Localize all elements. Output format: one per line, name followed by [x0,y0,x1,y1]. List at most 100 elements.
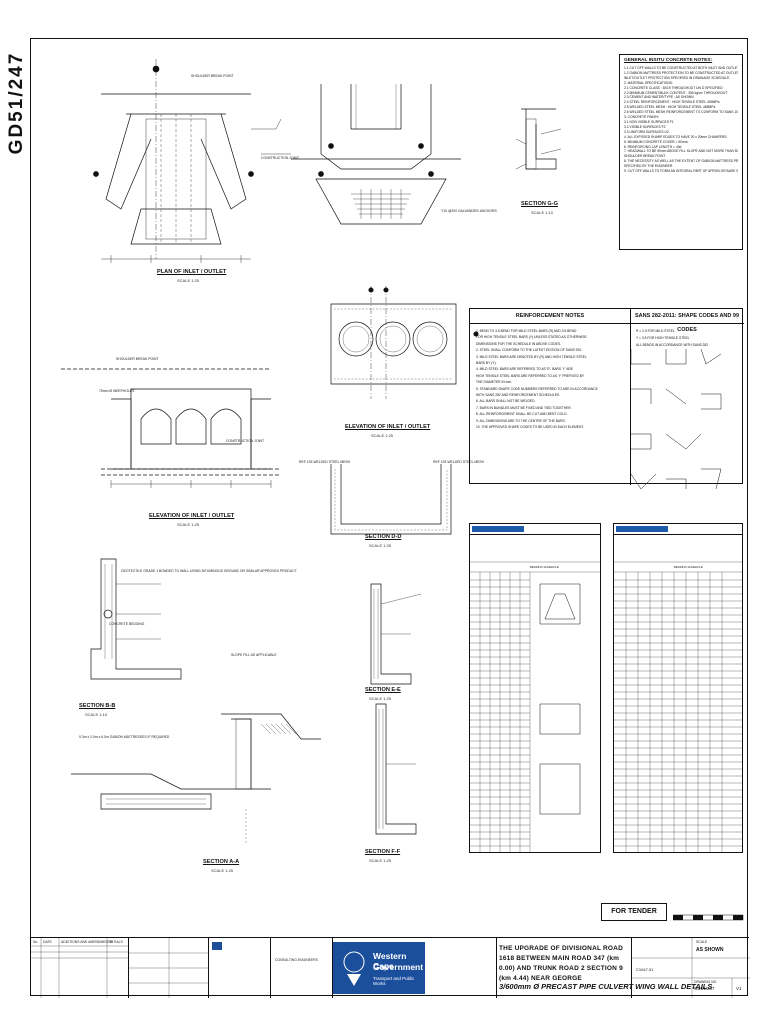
section-ee-scale: SCALE 1:25 [369,696,392,701]
notes-list: 1.1 CUT OFF WALLS TO BE CONSTRUCTED AT B… [624,66,738,174]
section-aa-scale: SCALE 1:25 [211,868,234,873]
note-line: 4. ALL EXPOSED SHARP EDGES TO HAVE 20 x … [624,134,728,139]
revision-value: V1 [736,986,742,991]
drawing-number-text: GD51/247 [6,51,27,155]
for-tender-stamp: FOR TENDER [601,903,667,921]
note-line: 8. THE NECESSITY AS WELL AS THE EXTENT O… [624,159,738,164]
logo-line-1: Western Cape [373,951,407,971]
elevation-right-title: ELEVATION OF INLET / OUTLET [345,424,431,430]
callout-gabion: 0.3m x 2.0m x 6.0m GABION MATTRESSES IF … [79,735,170,739]
reinforcement-note-line: 9. ALL DIMENSIONS ARE TO THE CENTRE OF T… [476,418,566,423]
revision-table: No DATE ADDITIONS AND AMENDMENTS INITIAL… [31,938,129,998]
section-dd-view [330,464,452,535]
callout-shoulder-break-elev: SHOULDER BREAK POINT [116,357,159,361]
reinforcement-notes-panel: REINFORCEMENT NOTES SANS 282-2011: SHAPE… [469,308,744,485]
reinforcement-note-line: FOR HIGH TENSILE STEEL BARS (Y) UNLESS S… [476,335,587,340]
reinforcement-note-line: 8. ALL REINFORCEMENT SHALL BE CUT AND BE… [476,412,568,417]
note-line: 2.1 CONCRETE CLASS : 30/19 THROUGHOUT UN… [624,85,723,90]
logo-line-3: Transport and Public Works [373,976,415,986]
section-ff-scale: SCALE 1:25 [369,858,392,863]
schedule-grid-left [470,561,600,852]
rev-header-initials: INITIALS [109,940,123,944]
callout-geotextile: GEOTEXTILE GRADE 1 BONDED TO WALL USING … [121,569,297,573]
shape-code-sketches [630,348,722,490]
note-line: 1.1 CUT OFF WALLS TO BE CONSTRUCTED AT B… [624,66,738,70]
elevation-right-scale: SCALE 1:25 [371,433,394,438]
reinforcement-note-line: 10. THE APPROVED SHAPE CODES TO BE USED … [476,425,584,429]
title-block: No DATE ADDITIONS AND AMENDMENTS INITIAL… [31,937,750,998]
section-ff-view [375,703,417,835]
note-line: 2.5 WELDED STEEL MESH : HIGH TENSILE STE… [624,105,716,110]
note-line: 1.2 GABION MATTRESS PROTECTION TO BE CON… [624,70,738,75]
drawing-sheet: PLAN OF INLET / OUTLET SCALE 1:25 SECTIO… [30,38,750,998]
technical-drawing-linework [61,59,722,844]
section-bb-title: SECTION B-B [79,703,116,709]
project-title: THE UPGRADE OF DIVISIONAL ROAD 1618 BETW… [499,945,623,982]
scale-bar [673,914,744,921]
consulting-engineers-cell: CONSULTING ENGINEERS [271,938,333,998]
note-line: 2.6 WELDED STEEL MESH REINFORCEMENT TO C… [624,110,738,115]
reinforcement-note-line: 3. MILD STEEL BARS ARE DENOTED BY (R) AN… [476,354,587,359]
section-bb-scale: SCALE 1:10 [85,712,108,717]
schedule-grid-right [614,561,742,852]
section-dd-scale: SCALE 1:25 [369,543,392,548]
schedule-caption-left: BENDING SCHEDULE [530,565,559,569]
section-ff-title: SECTION F-F [365,849,401,855]
plan-detail-view [291,84,461,225]
callout-construction-joint-plan: CONSTRUCTION JOINT [261,156,300,160]
consulting-engineers-label: CONSULTING ENGINEERS [275,958,318,962]
drawing-number-vertical: GD51/247 [4,40,30,170]
coat-of-arms-icon [343,951,365,986]
section-dd-title: SECTION D-D [365,534,402,540]
note-line: 3.3 UNIFORM SURFACES U2 [624,129,669,134]
western-cape-logo: Western Cape Government Transport and Pu… [333,942,425,994]
note-line: 2.3 CEMENT AND WATER/TYPE : AS SHOWN [624,95,694,100]
note-line: SHOULDER BREAK POINT. [624,154,666,159]
drawing-title: 3/600mm Ø PRECAST PIPE CULVERT WING WALL… [499,982,713,991]
reinforcement-note-line: 6. ALL BARS SHALL NOT BE WELDED. [476,399,536,404]
consultant-logo [472,526,524,532]
logo-line-2: Government [373,962,424,972]
note-line: 2. MATERIAL SPECIFICATIONS: [624,80,673,85]
consultant-logo-mark [212,942,222,950]
drawing-no-value: GD51/247 [694,986,715,991]
note-line: INLET/OUTLET PROTECTION SPECIFIED IN DRA… [624,75,731,80]
section-gg-title: SECTION G-G [521,201,558,207]
shape-codes-heading: SANS 282-2011: SHAPE CODES AND 99 CODES [630,309,744,333]
callout-construction-joint: CONSTRUCTION JOINT [226,439,265,443]
bend-note-line: Y = 3.5 FOR HIGH TENSILE STEEL [636,336,690,340]
reinforcement-heading: REINFORCEMENT NOTES [470,309,631,324]
note-line: 5. MINIMUM CONCRETE COVER = 50mm. [624,139,689,144]
notes-heading: GENERAL INSITU CONCRETE NOTES: [624,58,713,63]
note-line: 9. CUT OFF WALLS TO FORM AN INTEGRAL PAR… [624,169,738,174]
contract-number: C1047.01 [636,967,654,972]
reinforcement-note-line: HIGH TENSILE STEEL BARS ARE REFERRED TO … [476,373,585,378]
plan-title: PLAN OF INLET / OUTLET [157,269,227,275]
section-bb-view [90,558,182,680]
sheet-info-cell: SCALE AS SHOWN C1047.01 DRAWING NO. GD51… [631,938,750,998]
reinforcement-note-line: 2. STEEL SHALL CONFORM TO THE LATEST EDI… [476,348,583,353]
note-line: 7. HEADWALL TO BE 50mm ABOVE FILL SLOPE … [624,149,738,154]
plan-view [93,59,291,263]
revision-grid [31,938,129,998]
bend-note-line: R = 2.0 FOR MILD STEEL [636,329,675,333]
bending-schedule-right: BENDING SCHEDULE [613,523,743,853]
section-ee-title: SECTION E-E [365,687,401,693]
consultant-logo-2 [616,526,668,532]
drawing-no-label: DRAWING NO. [694,980,718,984]
signatures-cell [129,938,209,998]
section-gg-view [515,108,562,170]
section-aa-title: SECTION A-A [203,859,240,865]
plan-scale: SCALE 1:25 [177,278,200,283]
note-line: 2.4 STEEL REINFORCEMENT : HIGH TENSILE S… [624,100,720,105]
reinforcement-note-line: WITH SANS 282 AND REINFORCEMENT SCHEDULE… [476,393,561,397]
elevation-left-view [61,368,281,488]
note-line: SPECIFIED BY THE ENGINEER. [624,164,674,169]
reinforcement-note-line: 4. MILD STEEL BARS ARE REFERRED TO AS 'R… [476,367,573,372]
note-line: 3.1 NON VISIBLE SURFACES F1 [624,119,674,124]
consultant-cell [209,938,271,998]
callout-shoulder-break: SHOULDER BREAK POINT [191,74,234,78]
callout-mesh-left: REF 193 WELDED STEEL MESH [299,460,351,464]
schedule-caption-right: BENDING SCHEDULE [674,565,703,569]
reinforcement-note-line: 5. STANDARD SHAPE CODE NUMBERS REFERRED … [476,386,598,391]
